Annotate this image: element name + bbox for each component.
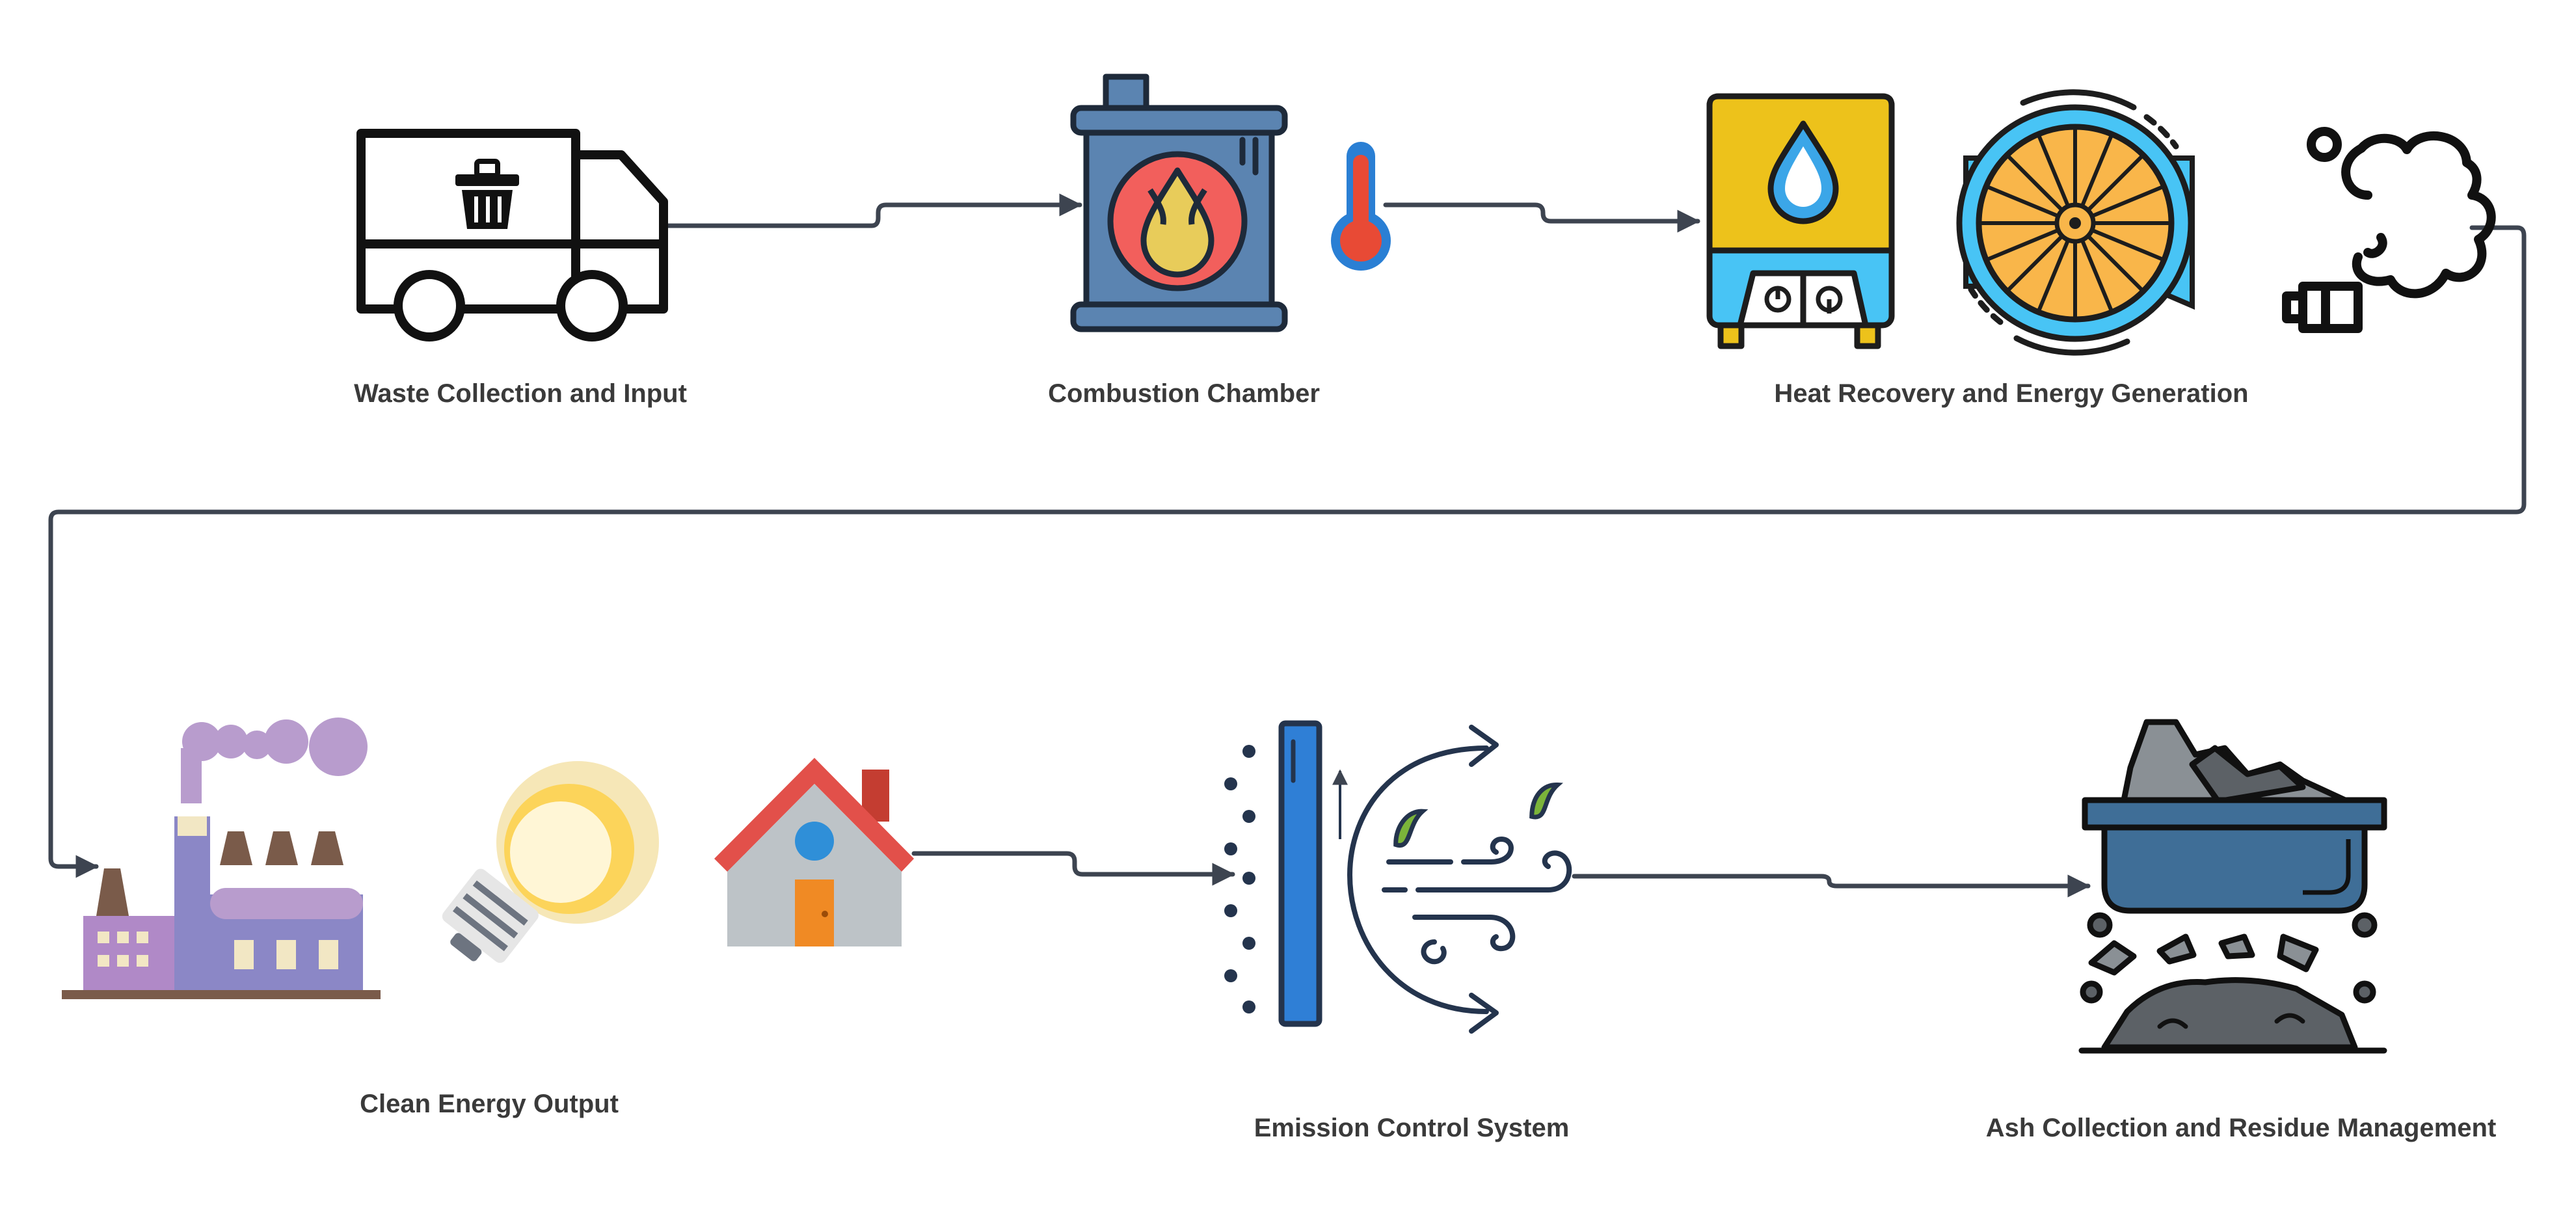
turbine-blade	[2080, 239, 2113, 312]
turbine-blade	[2006, 234, 2064, 292]
turbine-blade	[1986, 228, 2059, 262]
step-label-waste-collection: Waste Collection and Input	[354, 379, 687, 408]
connector-heat-to-energy	[48, 225, 2527, 878]
turbine-blade	[2086, 234, 2144, 292]
light-bulb-icon	[442, 761, 659, 963]
fuel-barrel-icon	[1070, 74, 1288, 332]
boiler-icon	[1706, 93, 1895, 349]
turbine-blade	[2037, 134, 2071, 208]
air-filter-icon	[1224, 720, 1572, 1034]
turbine-blade	[2086, 154, 2144, 212]
turbine-blade	[2006, 154, 2064, 212]
step-label-combustion-chamber: Combustion Chamber	[1048, 379, 1320, 408]
connector-waste-to-combustion	[661, 193, 1082, 228]
turbine-blade	[1986, 185, 2059, 219]
step-label-clean-energy: Clean Energy Output	[360, 1090, 619, 1118]
garbage-truck-icon	[356, 129, 668, 342]
step-label-emission-control: Emission Control System	[1254, 1114, 1570, 1142]
exhaust-smoke-icon	[2282, 127, 2496, 333]
step-label-ash-collection: Ash Collection and Residue Management	[1985, 1114, 2497, 1142]
step-label-heat-recovery: Heat Recovery and Energy Generation	[1774, 379, 2249, 408]
turbine-blade	[2091, 185, 2164, 219]
turbine-icon	[1956, 89, 2195, 356]
connector-combustion-to-heat	[1383, 202, 1700, 233]
turbine-blade	[2080, 134, 2113, 208]
connector-energy-to-emission	[911, 851, 1235, 886]
ash-cart-icon	[2078, 719, 2387, 1054]
factory-icon	[62, 718, 381, 999]
turbine-blade	[2091, 228, 2164, 262]
connector-emission-to-ash	[1572, 874, 2091, 898]
turbine-blade	[2037, 239, 2071, 312]
leaf-icon	[1393, 783, 1563, 848]
house-icon	[714, 758, 914, 946]
connectors	[48, 193, 2527, 898]
thermometer-icon	[1331, 142, 1391, 271]
